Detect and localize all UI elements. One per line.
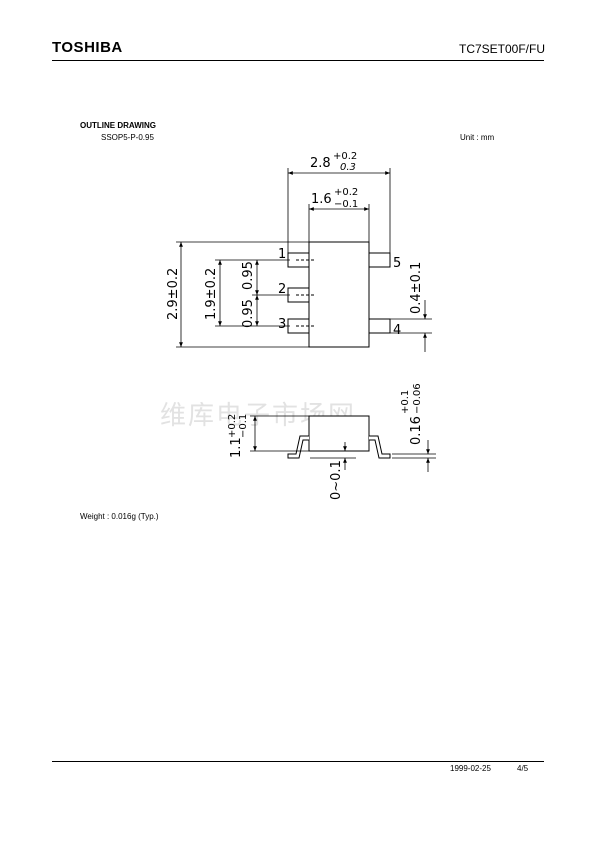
dim-height-total: 2.9±0.2 xyxy=(166,268,181,320)
dim-body-width-minus: −0.1 xyxy=(334,199,358,210)
pin-label-5: 5 xyxy=(393,256,401,271)
dim-body-width-plus: +0.2 xyxy=(334,187,358,198)
pin-label-4: 4 xyxy=(393,323,401,338)
dim-pitch-upper: 0.95 xyxy=(241,261,256,290)
dim-width-total: 2.8 xyxy=(310,156,331,171)
dim-body-width: 1.6 xyxy=(311,192,332,207)
pin-label-3: 3 xyxy=(278,317,286,332)
dim-lead-thickness-minus: −0.06 xyxy=(412,383,423,414)
part-number: TC7SET00F/FU xyxy=(458,42,545,56)
unit-label: Unit : mm xyxy=(460,133,495,142)
pin-4-lead xyxy=(368,318,391,334)
footer-page-number: 4/5 xyxy=(517,764,529,773)
side-lead-left xyxy=(287,435,309,459)
dim-pitch-span: 1.9±0.2 xyxy=(204,268,219,320)
top-view xyxy=(176,168,432,352)
dim-width-total-minus: 0.3 xyxy=(340,162,356,173)
pin-label-1: 1 xyxy=(278,247,286,262)
side-body xyxy=(308,415,370,452)
dim-lead-thickness-plus: +0.1 xyxy=(400,390,411,414)
dim-pitch-lower: 0.95 xyxy=(241,299,256,328)
footer-rule xyxy=(52,761,544,762)
section-title: OUTLINE DRAWING xyxy=(80,121,156,130)
side-lead-right xyxy=(369,435,391,459)
package-body xyxy=(308,241,370,348)
header-rule xyxy=(52,60,544,61)
side-view xyxy=(250,415,436,472)
dim-standoff: 0~0.1 xyxy=(329,460,344,500)
dim-lead-width: 0.4±0.1 xyxy=(409,262,424,314)
dim-lead-thickness: 0.16 xyxy=(409,416,424,445)
dim-side-height-minus: −0.1 xyxy=(238,414,249,438)
dim-width-total-plus: +0.2 xyxy=(333,151,357,162)
dim-side-height-plus: +0.2 xyxy=(227,414,238,438)
footer-date: 1999-02-25 xyxy=(450,764,491,773)
weight-note: Weight : 0.016g (Typ.) xyxy=(80,512,159,521)
dim-side-height: 1.1 xyxy=(229,437,244,458)
package-code: SSOP5-P-0.95 xyxy=(101,133,154,142)
pin-5-lead xyxy=(368,252,391,268)
pin-label-2: 2 xyxy=(278,282,286,297)
top-view-dims: 2.8 +0.2 0.3 1.6 +0.2 −0.1 2.9±0.2 1.9±0… xyxy=(166,151,424,338)
brand-logo: TOSHIBA xyxy=(52,39,123,56)
side-view-dims: 1.1 +0.2 −0.1 0.16 +0.1 −0.06 0~0.1 xyxy=(227,383,424,500)
